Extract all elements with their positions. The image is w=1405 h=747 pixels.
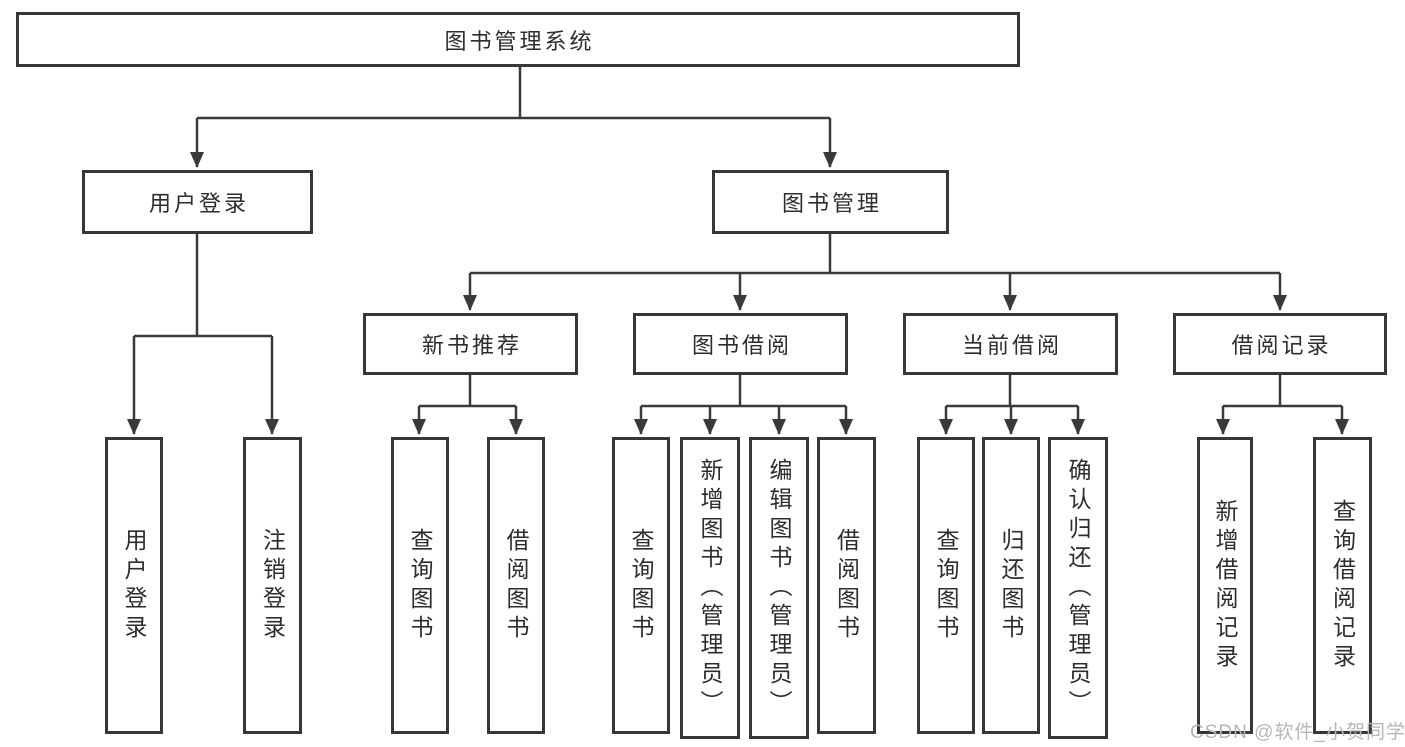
node-label: 用户登录: [148, 191, 249, 216]
node-label: 借阅图书: [503, 527, 529, 644]
leaf-borrowing-add-books-admin: 新增图书（管理员）: [680, 437, 740, 739]
node-book-borrowing: 图书借阅: [633, 313, 848, 375]
leaf-borrowing-query-books: 查询图书: [612, 437, 670, 734]
leaf-records-query-borrow-record: 查询借阅记录: [1313, 437, 1372, 734]
leaf-current-return-books: 归还图书: [982, 437, 1040, 734]
node-library-system: 图书管理系统: [16, 12, 1020, 67]
leaf-borrowing-edit-books-admin: 编辑图书（管理员）: [749, 437, 809, 739]
leaf-current-query-books: 查询图书: [917, 437, 975, 734]
csdn-watermark: CSDN @软件_小贺同学: [1190, 722, 1405, 743]
node-label: 确认归还（管理员）: [1065, 457, 1091, 719]
node-book-management: 图书管理: [712, 170, 949, 234]
node-label: 编辑图书（管理员）: [766, 457, 792, 719]
leaf-recommend-query-books: 查询图书: [391, 437, 449, 734]
node-label: 查询图书: [933, 527, 959, 644]
leaf-records-add-borrow-record: 新增借阅记录: [1197, 437, 1253, 734]
node-label: 图书借阅: [691, 333, 792, 358]
node-label: 图书管理系统: [444, 28, 595, 54]
node-user-login: 用户登录: [82, 170, 313, 234]
node-label: 新增图书（管理员）: [697, 457, 723, 719]
connectors-group: [127, 67, 1349, 435]
node-label: 新书推荐: [421, 333, 522, 358]
node-new-book-recommendation: 新书推荐: [363, 313, 578, 375]
node-current-borrowing: 当前借阅: [903, 313, 1118, 375]
node-label: 归还图书: [998, 527, 1024, 644]
node-label: 查询图书: [628, 527, 654, 644]
leaf-current-confirm-return-admin: 确认归还（管理员）: [1048, 437, 1108, 739]
node-label: 借阅图书: [833, 527, 860, 644]
leaf-logout-login: 注销登录: [243, 437, 302, 734]
node-borrowing-records: 借阅记录: [1173, 313, 1387, 375]
node-label: 图书管理: [781, 191, 882, 216]
connector: [134, 67, 1342, 408]
leaf-recommend-borrow-books: 借阅图书: [487, 437, 545, 734]
node-label: 新增借阅记录: [1212, 498, 1238, 673]
node-label: 注销登录: [259, 527, 286, 644]
node-label: 借阅记录: [1231, 333, 1332, 358]
leaf-user-login: 用户登录: [105, 437, 163, 734]
leaf-borrowing-borrow-books: 借阅图书: [817, 437, 876, 734]
node-label: 查询借阅记录: [1329, 498, 1356, 673]
node-label: 当前借阅: [961, 333, 1062, 358]
node-label: 查询图书: [407, 527, 433, 644]
node-label: 用户登录: [121, 527, 147, 644]
